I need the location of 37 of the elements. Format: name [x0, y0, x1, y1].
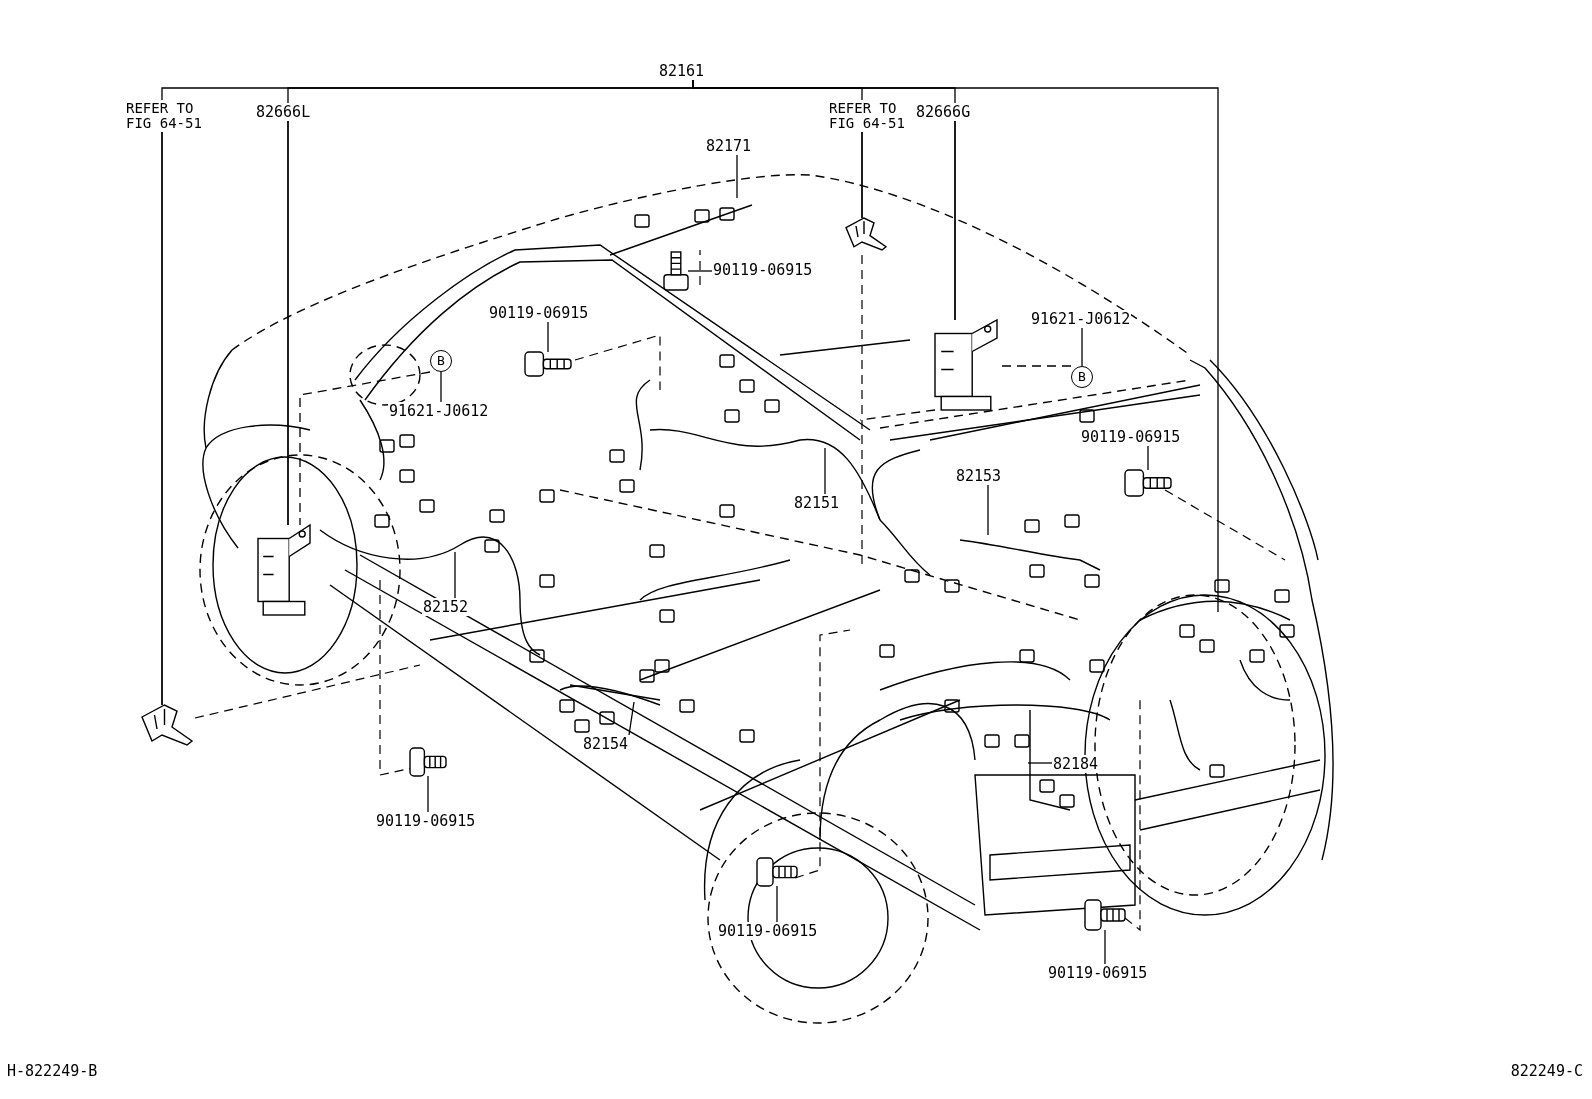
part-number: 90119-06915 [717, 922, 819, 940]
reference-mark: B [1071, 366, 1093, 388]
leader-line [161, 131, 163, 706]
leader-line [861, 131, 863, 219]
leader-line [628, 701, 635, 736]
leader-line [1147, 445, 1149, 471]
assembly-guide-line [859, 409, 936, 421]
leader-line [824, 447, 826, 495]
leader-line [427, 775, 429, 813]
leader-line [954, 120, 956, 321]
leader-line [736, 154, 738, 199]
leader-line [987, 484, 989, 536]
bracket-icon [257, 523, 311, 616]
leader-line [287, 120, 289, 526]
leader-line [1027, 762, 1053, 764]
leader-line [547, 321, 549, 353]
leader-line [454, 551, 456, 599]
bolt-icon [756, 857, 798, 887]
leader-line [1104, 929, 1106, 965]
part-number: 82666L [255, 103, 312, 121]
part-number: 82184 [1052, 755, 1100, 773]
clip-icon [141, 704, 194, 746]
bracket-icon [934, 318, 998, 411]
leader-line [776, 885, 778, 923]
clip-icon [845, 217, 888, 251]
part-number: 82666G [915, 103, 972, 121]
bolt-icon [1084, 899, 1126, 931]
leader-line [687, 270, 713, 272]
leader-line [440, 371, 442, 403]
assembly-guide-line [299, 371, 431, 526]
reference-mark: B [430, 350, 452, 372]
bolt-icon [663, 251, 689, 291]
bolt-icon [409, 747, 447, 777]
leader-line [1081, 327, 1083, 367]
bolt-icon [1124, 469, 1172, 497]
part-number: 82152 [422, 598, 470, 616]
bolt-icon [524, 351, 572, 377]
